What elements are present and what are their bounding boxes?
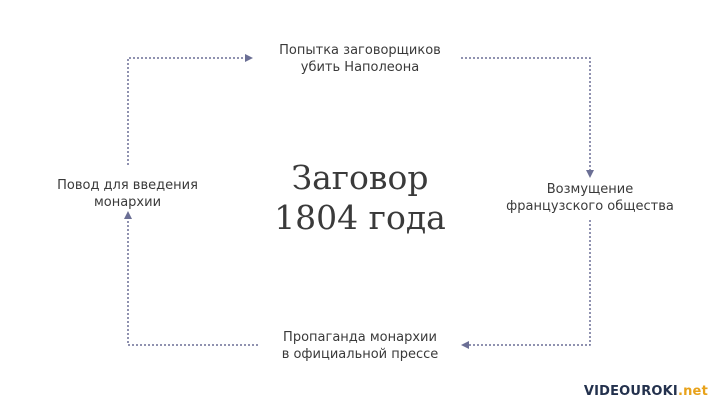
node-monarchy-propaganda: Пропаганда монархии в официальной прессе bbox=[250, 329, 470, 363]
node-public-outrage: Возмущение французского общества bbox=[495, 181, 685, 215]
arrow-right-to-bottom bbox=[461, 220, 591, 349]
node-right-line2: французского общества bbox=[506, 199, 674, 214]
arrow-left-to-top bbox=[127, 54, 253, 165]
node-left-line2: монархии bbox=[93, 195, 162, 210]
videouroki-logo: VIDEOUROKI.net bbox=[584, 384, 708, 399]
arrow-bottom-to-left bbox=[124, 211, 258, 346]
node-right-line1: Возмущение bbox=[546, 182, 634, 197]
center-title-line1: Заговор bbox=[291, 158, 429, 197]
logo-text-accent: .net bbox=[677, 384, 708, 399]
arrow-top-to-right bbox=[461, 57, 594, 178]
node-top-line1: Попытка заговорщиков bbox=[279, 43, 441, 58]
node-pretext-monarchy: Повод для введения монархии bbox=[40, 177, 215, 211]
node-top-line2: убить Наполеона bbox=[300, 60, 420, 75]
center-title: Заговор 1804 года bbox=[240, 158, 480, 238]
logo-text-main: VIDEOUROKI bbox=[583, 384, 678, 399]
node-assassination-attempt: Попытка заговорщиков убить Наполеона bbox=[250, 42, 470, 76]
center-title-line2: 1804 года bbox=[274, 198, 446, 237]
node-left-line1: Повод для введения bbox=[57, 178, 198, 193]
node-bottom-line1: Пропаганда монархии bbox=[283, 330, 437, 345]
node-bottom-line2: в официальной прессе bbox=[281, 347, 439, 362]
